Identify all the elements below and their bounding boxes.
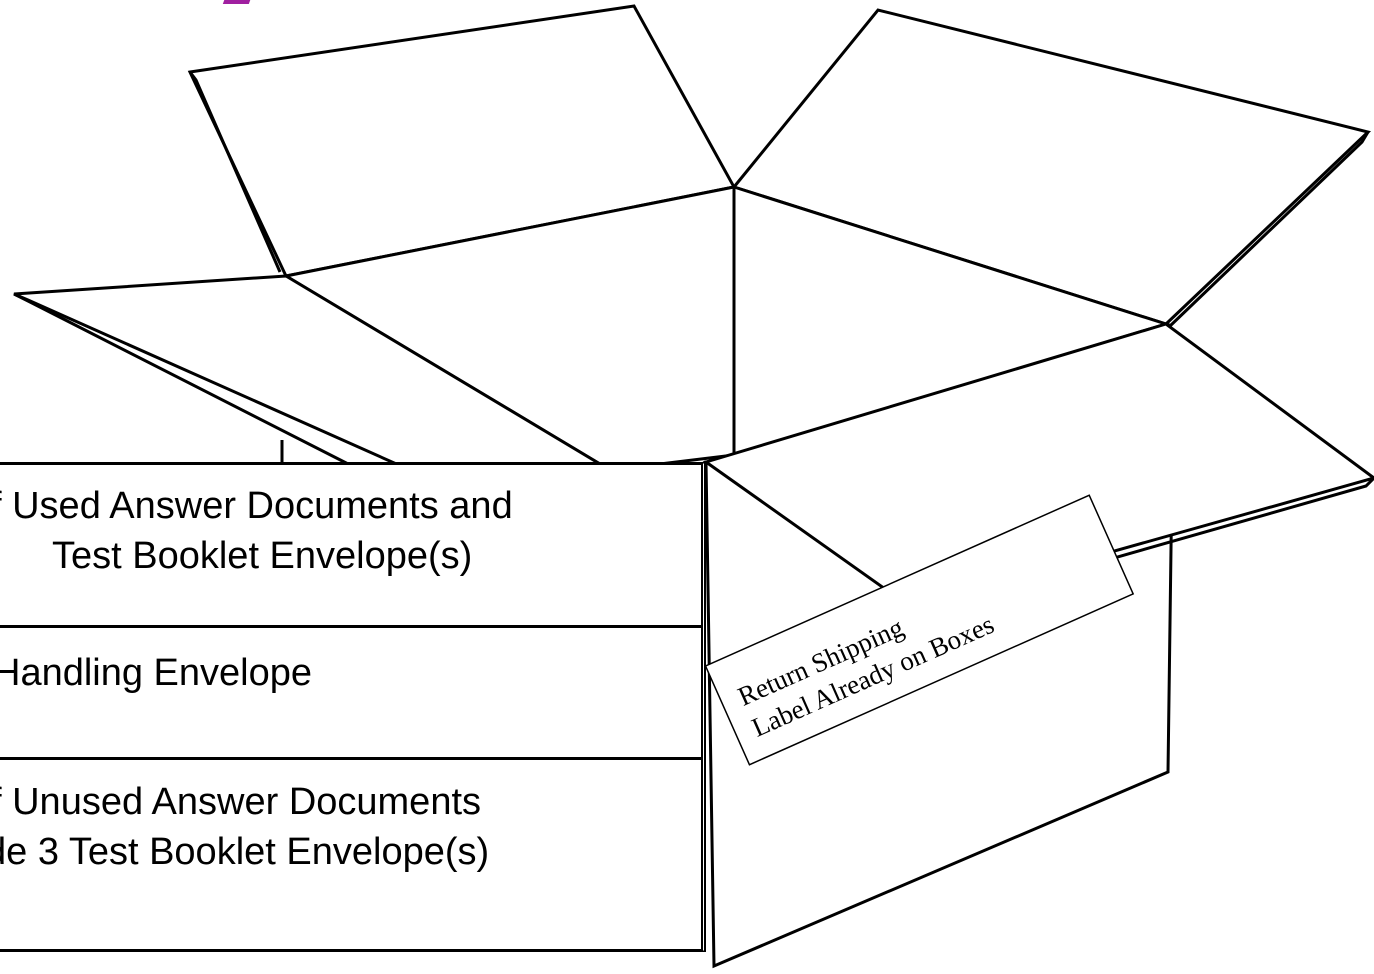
contents-row-unused-answer-documents: f Unused Answer Documents de 3 Test Book…	[0, 760, 701, 950]
contents-row-text: Test Booklet Envelope(s)	[52, 535, 473, 577]
contents-row-used-answer-documents: f Used Answer Documents and Test Booklet…	[0, 465, 701, 628]
front-right-flap	[702, 322, 1374, 610]
contents-row-handling-envelope: Handling Envelope	[0, 628, 701, 760]
shipping-label-border	[704, 494, 1135, 766]
contents-row-text: Handling Envelope	[0, 652, 313, 694]
contents-row-text: f Used Answer Documents and	[0, 485, 513, 527]
box-contents-list: f Used Answer Documents and Test Booklet…	[0, 462, 706, 952]
contents-row-text: de 3 Test Booklet Envelope(s)	[0, 831, 490, 873]
contents-row-text: f Unused Answer Documents	[0, 781, 482, 823]
shipping-label: Return Shipping Label Already on Boxes	[704, 494, 1135, 766]
